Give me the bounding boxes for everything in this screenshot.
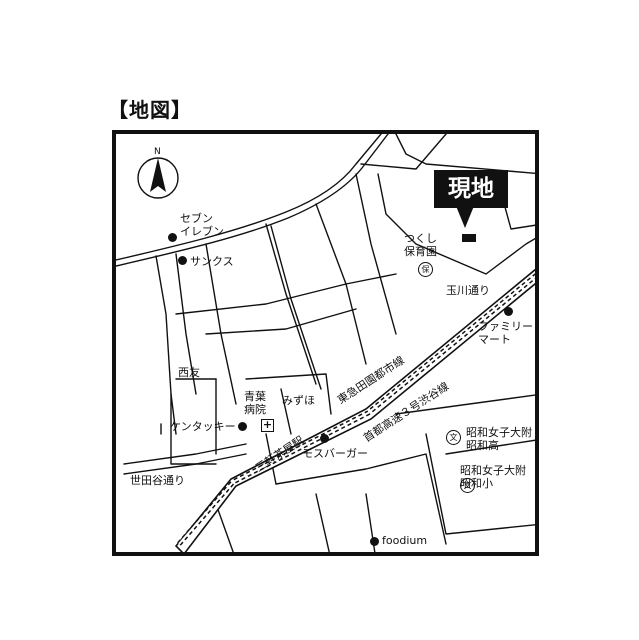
school-icon-elem: 文	[460, 478, 475, 493]
label-tamagawa-dori: 玉川通り	[446, 284, 490, 297]
label-mizuho: みずほ	[282, 394, 315, 407]
school-icon-high: 文	[446, 430, 461, 445]
map-heading: 【地図】	[108, 98, 192, 122]
label-foodium: foodium	[382, 534, 428, 547]
nursery-icon: 保	[418, 262, 433, 277]
label-aoba-hospital: 青葉 病院	[244, 390, 266, 416]
map-frame: N 現地 セブン イレブン サンクス つくし 保育園 保 玉川通り ファミリー …	[112, 130, 539, 556]
genchi-pointer-icon	[456, 206, 474, 228]
foodium-dot-icon	[370, 537, 379, 546]
label-tsukushi: つくし 保育園	[404, 232, 437, 258]
seven-eleven-dot-icon	[168, 233, 177, 242]
label-showa-elem: 昭和女子大附 昭和小	[460, 464, 526, 490]
label-setagaya-dori: 世田谷通り	[130, 474, 185, 487]
label-sanjakusu: サンクス	[190, 255, 234, 268]
svg-text:N: N	[154, 147, 161, 157]
sanjakusu-dot-icon	[178, 256, 187, 265]
kentucky-dot-icon	[238, 422, 247, 431]
north-arrow-icon: N	[137, 147, 179, 199]
label-kentucky: ケンタッキー	[170, 420, 236, 433]
mos-dot-icon	[320, 434, 329, 443]
label-showa-high: 昭和女子大附 昭和高	[466, 426, 532, 452]
familymart-dot-icon	[504, 307, 513, 316]
label-familymart: ファミリー マート	[478, 320, 533, 346]
genchi-label: 現地	[434, 170, 508, 208]
label-nishitomo: 西友	[178, 366, 200, 379]
hospital-icon: +	[261, 418, 274, 432]
label-seven-eleven: セブン イレブン	[180, 212, 224, 238]
label-mos: モスバーガー	[302, 447, 368, 460]
